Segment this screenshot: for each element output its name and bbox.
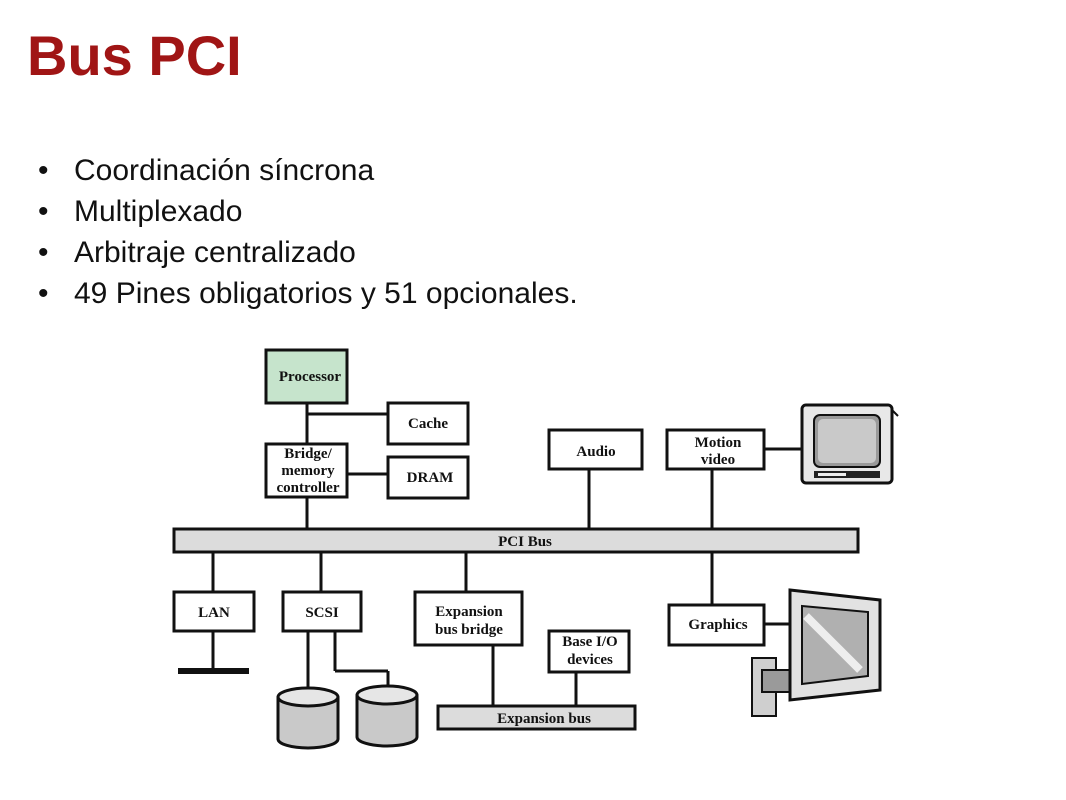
expansion-bus-bar: Expansion bus	[436, 704, 637, 731]
bullet-text: Multiplexado	[74, 195, 243, 228]
processor-label: Processor	[279, 369, 342, 385]
audio-box: Audio	[547, 428, 644, 471]
audio-label: Audio	[576, 444, 615, 460]
tv-monitor-icon	[800, 403, 899, 485]
base-io-label-line: devices	[567, 652, 613, 668]
pci-bus-label: PCI Bus	[498, 534, 552, 550]
lan-label: LAN	[198, 605, 230, 621]
dram-box: DRAM	[386, 455, 470, 500]
bullet-text: Coordinación síncrona	[74, 154, 375, 187]
bullet-item: •Multiplexado	[38, 195, 243, 228]
bridge-label-line: Bridge/	[284, 446, 332, 462]
expansion-bridge-label-line: Expansion	[435, 604, 503, 620]
dram-label: DRAM	[407, 470, 454, 486]
cache-label: Cache	[408, 416, 448, 432]
bullet-item: •Arbitraje centralizado	[38, 236, 356, 269]
graphics-box: Graphics	[667, 603, 766, 647]
wall-monitor-icon	[751, 588, 882, 717]
base-io-devices-box: Base I/O devices	[547, 629, 631, 674]
bullet-item: •49 Pines obligatorios y 51 opcionales.	[38, 277, 578, 310]
motion-video-box: Motion video	[665, 428, 766, 471]
bridge-label-line: controller	[276, 480, 339, 496]
bridge-memory-controller-box: Bridge/ memory controller	[264, 442, 349, 499]
lan-box: LAN	[172, 590, 256, 633]
slide-title: Bus PCI	[27, 24, 242, 87]
bridge-label-line: memory	[281, 463, 335, 479]
connector-lines	[178, 403, 802, 706]
scsi-box: SCSI	[281, 590, 363, 633]
disk-drive-icon	[276, 686, 340, 750]
bullet-text: 49 Pines obligatorios y 51 opcionales.	[74, 277, 578, 310]
disk-drive-icon	[355, 684, 419, 748]
base-io-label-line: Base I/O	[562, 634, 617, 650]
pci-bus-bar: PCI Bus	[172, 527, 860, 554]
expansion-bus-label: Expansion bus	[497, 711, 591, 727]
expansion-bridge-label-line: bus bridge	[435, 622, 503, 638]
graphics-label: Graphics	[688, 617, 747, 633]
motion-video-label-line: Motion	[695, 435, 742, 451]
bullet-item: •Coordinación síncrona	[38, 154, 375, 187]
processor-box: Processor	[264, 348, 349, 405]
expansion-bus-bridge-box: Expansion bus bridge	[413, 590, 524, 647]
motion-video-label-line: video	[701, 452, 735, 468]
cache-box: Cache	[386, 401, 470, 446]
bullet-text: Arbitraje centralizado	[74, 236, 356, 269]
bullet-list: •Coordinación síncrona •Multiplexado •Ar…	[38, 150, 578, 314]
scsi-label: SCSI	[305, 605, 339, 621]
